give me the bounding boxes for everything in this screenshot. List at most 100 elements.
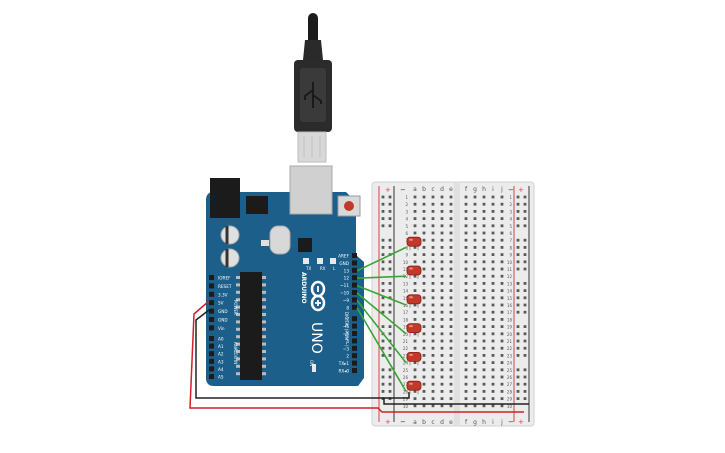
breadboard-hole[interactable] bbox=[440, 339, 444, 343]
breadboard-hole[interactable] bbox=[491, 332, 495, 336]
breadboard-hole[interactable] bbox=[413, 274, 417, 278]
breadboard-hole[interactable] bbox=[500, 325, 504, 328]
breadboard-hole[interactable] bbox=[449, 253, 453, 256]
rail-hole[interactable] bbox=[516, 246, 520, 249]
breadboard-hole[interactable] bbox=[473, 397, 477, 400]
breadboard-hole[interactable] bbox=[473, 274, 477, 278]
usb-cable[interactable] bbox=[294, 13, 332, 163]
rail-hole[interactable] bbox=[523, 202, 527, 206]
breadboard-hole[interactable] bbox=[440, 303, 444, 307]
breadboard-hole[interactable] bbox=[473, 238, 477, 242]
breadboard-hole[interactable] bbox=[422, 210, 426, 213]
rail-hole[interactable] bbox=[516, 346, 520, 350]
breadboard-hole[interactable] bbox=[422, 332, 426, 336]
breadboard-hole[interactable] bbox=[449, 296, 453, 300]
breadboard-hole[interactable] bbox=[440, 375, 444, 379]
rail-hole[interactable] bbox=[516, 217, 520, 220]
breadboard-hole[interactable] bbox=[482, 361, 486, 364]
breadboard-hole[interactable] bbox=[473, 332, 477, 336]
breadboard-hole[interactable] bbox=[422, 231, 426, 235]
breadboard-hole[interactable] bbox=[491, 310, 495, 314]
breadboard-hole[interactable] bbox=[482, 382, 486, 386]
breadboard-hole[interactable] bbox=[500, 303, 504, 307]
rail-hole[interactable] bbox=[381, 195, 385, 199]
breadboard-hole[interactable] bbox=[413, 195, 417, 199]
breadboard-hole[interactable] bbox=[473, 260, 477, 264]
breadboard-hole[interactable] bbox=[431, 253, 435, 256]
breadboard-hole[interactable] bbox=[449, 224, 453, 228]
breadboard-hole[interactable] bbox=[464, 210, 468, 213]
rail-hole[interactable] bbox=[381, 217, 385, 220]
breadboard-hole[interactable] bbox=[431, 246, 435, 249]
breadboard-hole[interactable] bbox=[431, 202, 435, 206]
rail-hole[interactable] bbox=[523, 368, 527, 372]
rail-hole[interactable] bbox=[381, 346, 385, 350]
breadboard-hole[interactable] bbox=[449, 325, 453, 328]
breadboard-hole[interactable] bbox=[482, 260, 486, 264]
rail-hole[interactable] bbox=[381, 238, 385, 242]
rail-hole[interactable] bbox=[516, 238, 520, 242]
rail-hole[interactable] bbox=[381, 289, 385, 292]
breadboard-hole[interactable] bbox=[449, 289, 453, 292]
rail-hole[interactable] bbox=[516, 224, 520, 228]
breadboard-hole[interactable] bbox=[413, 318, 417, 321]
rail-hole[interactable] bbox=[523, 296, 527, 300]
rail-hole[interactable] bbox=[381, 303, 385, 307]
breadboard-hole[interactable] bbox=[413, 289, 417, 292]
power-pin-socket[interactable] bbox=[209, 325, 214, 331]
red-led[interactable] bbox=[406, 236, 422, 251]
breadboard-hole[interactable] bbox=[422, 246, 426, 249]
breadboard-hole[interactable] bbox=[464, 390, 468, 393]
breadboard-hole[interactable] bbox=[440, 253, 444, 256]
breadboard-hole[interactable] bbox=[482, 202, 486, 206]
breadboard-hole[interactable] bbox=[431, 382, 435, 386]
breadboard-hole[interactable] bbox=[413, 246, 417, 249]
breadboard-hole[interactable] bbox=[422, 361, 426, 364]
breadboard-hole[interactable] bbox=[449, 397, 453, 400]
breadboard-hole[interactable] bbox=[422, 339, 426, 343]
breadboard-hole[interactable] bbox=[422, 375, 426, 379]
rail-hole[interactable] bbox=[381, 296, 385, 300]
breadboard-hole[interactable] bbox=[431, 231, 435, 235]
breadboard-hole[interactable] bbox=[500, 289, 504, 292]
rail-hole[interactable] bbox=[516, 310, 520, 314]
breadboard-hole[interactable] bbox=[482, 318, 486, 321]
breadboard-hole[interactable] bbox=[491, 253, 495, 256]
signal-wire[interactable] bbox=[356, 246, 407, 272]
breadboard-hole[interactable] bbox=[464, 404, 468, 408]
breadboard-hole[interactable] bbox=[473, 354, 477, 357]
breadboard-hole[interactable] bbox=[482, 217, 486, 220]
breadboard-hole[interactable] bbox=[449, 238, 453, 242]
breadboard-hole[interactable] bbox=[500, 238, 504, 242]
breadboard-hole[interactable] bbox=[422, 346, 426, 350]
breadboard-hole[interactable] bbox=[491, 231, 495, 235]
breadboard-hole[interactable] bbox=[449, 382, 453, 386]
breadboard-hole[interactable] bbox=[440, 260, 444, 264]
breadboard-hole[interactable] bbox=[449, 346, 453, 350]
rail-hole[interactable] bbox=[516, 375, 520, 379]
breadboard-hole[interactable] bbox=[491, 325, 495, 328]
breadboard-hole[interactable] bbox=[440, 202, 444, 206]
breadboard-hole[interactable] bbox=[482, 346, 486, 350]
breadboard-hole[interactable] bbox=[440, 325, 444, 328]
breadboard-hole[interactable] bbox=[500, 310, 504, 314]
breadboard-hole[interactable] bbox=[413, 231, 417, 235]
rail-hole[interactable] bbox=[381, 267, 385, 271]
breadboard-hole[interactable] bbox=[482, 325, 486, 328]
analog-pin-socket[interactable] bbox=[209, 351, 214, 357]
breadboard-hole[interactable] bbox=[500, 260, 504, 264]
breadboard-hole[interactable] bbox=[413, 390, 417, 393]
breadboard-hole[interactable] bbox=[464, 231, 468, 235]
breadboard-hole[interactable] bbox=[440, 354, 444, 357]
breadboard-hole[interactable] bbox=[431, 303, 435, 307]
breadboard-hole[interactable] bbox=[440, 274, 444, 278]
breadboard-hole[interactable] bbox=[431, 339, 435, 343]
breadboard-hole[interactable] bbox=[431, 354, 435, 357]
red-led[interactable] bbox=[406, 351, 422, 366]
power-pin-socket[interactable] bbox=[209, 300, 214, 306]
breadboard-hole[interactable] bbox=[500, 267, 504, 271]
breadboard-hole[interactable] bbox=[491, 202, 495, 206]
breadboard-hole[interactable] bbox=[422, 267, 426, 271]
breadboard-hole[interactable] bbox=[449, 260, 453, 264]
breadboard-hole[interactable] bbox=[500, 217, 504, 220]
